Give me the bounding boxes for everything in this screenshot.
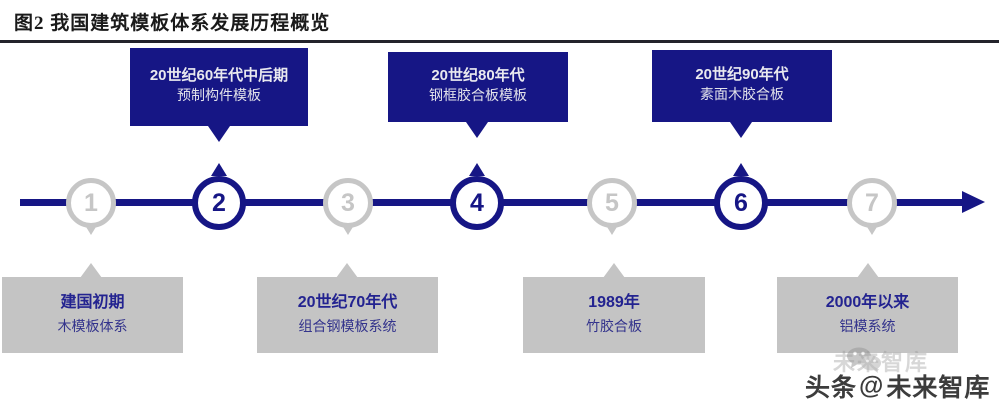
timeline-node-3[interactable]: 3 <box>323 178 373 228</box>
wechat-icon <box>847 347 881 373</box>
upper-box-4: 20世纪80年代 钢框胶合板模板 <box>388 52 568 122</box>
lower-box-5-title: 1989年 <box>588 293 640 311</box>
lower-box-1-tail <box>80 263 102 278</box>
upper-box-2: 20世纪60年代中后期 预制构件模板 <box>130 48 308 126</box>
node-2-pointer <box>211 163 227 176</box>
figure-title: 图2 我国建筑模板体系发展历程概览 <box>14 13 331 34</box>
watermark: 头条 @ 未来智库 <box>805 368 990 404</box>
node-6-pointer <box>733 163 749 176</box>
upper-box-4-tail <box>466 122 488 138</box>
timeline-node-6[interactable]: 6 <box>714 176 768 230</box>
lower-box-5-tail <box>603 263 625 278</box>
upper-box-2-title: 20世纪60年代中后期 <box>149 66 289 84</box>
timeline-node-6-label: 6 <box>734 188 748 217</box>
lower-box-1-title: 建国初期 <box>60 293 125 311</box>
upper-box-6-subtitle: 素面木胶合板 <box>700 88 784 104</box>
upper-box-6-title: 20世纪90年代 <box>695 65 789 83</box>
timeline-node-5-label: 5 <box>605 188 619 217</box>
timeline-node-2-label: 2 <box>212 188 226 217</box>
lower-box-7-subtitle: 铝模系统 <box>839 319 896 335</box>
lower-box-7: 2000年以来 铝模系统 <box>777 277 958 353</box>
lower-box-3-tail <box>336 263 358 278</box>
watermark-account: 未来智库 <box>886 374 991 402</box>
lower-box-7-title: 2000年以来 <box>825 293 910 311</box>
title-divider <box>0 40 999 43</box>
upper-box-4-title: 20世纪80年代 <box>431 66 525 84</box>
timeline-node-1-label: 1 <box>84 188 98 217</box>
node-4-pointer <box>469 163 485 176</box>
timeline-node-2[interactable]: 2 <box>192 176 246 230</box>
timeline-node-7[interactable]: 7 <box>847 178 897 228</box>
upper-box-6: 20世纪90年代 素面木胶合板 <box>652 50 832 122</box>
timeline-node-4[interactable]: 4 <box>450 176 504 230</box>
timeline-node-5[interactable]: 5 <box>587 178 637 228</box>
lower-box-5: 1989年 竹胶合板 <box>523 277 705 353</box>
lower-box-3-title: 20世纪70年代 <box>297 293 398 311</box>
lower-box-5-subtitle: 竹胶合板 <box>586 319 642 335</box>
watermark-at-symbol: @ <box>859 371 885 400</box>
timeline-node-3-label: 3 <box>341 188 355 217</box>
lower-box-1: 建国初期 木模板体系 <box>2 277 183 353</box>
upper-box-2-subtitle: 预制构件模板 <box>177 89 261 105</box>
lower-box-3: 20世纪70年代 组合钢模板系统 <box>257 277 438 353</box>
timeline-node-7-label: 7 <box>865 188 879 217</box>
timeline-node-1[interactable]: 1 <box>66 178 116 228</box>
lower-box-1-subtitle: 木模板体系 <box>57 319 128 335</box>
lower-box-3-subtitle: 组合钢模板系统 <box>298 319 397 335</box>
upper-box-4-subtitle: 钢框胶合板模板 <box>429 89 527 105</box>
timeline-node-4-label: 4 <box>470 188 484 217</box>
lower-box-7-tail <box>857 263 879 278</box>
upper-box-2-tail <box>208 126 230 142</box>
watermark-platform: 头条 <box>805 374 858 402</box>
upper-box-6-tail <box>730 122 752 138</box>
timeline-arrow-icon <box>962 191 985 213</box>
